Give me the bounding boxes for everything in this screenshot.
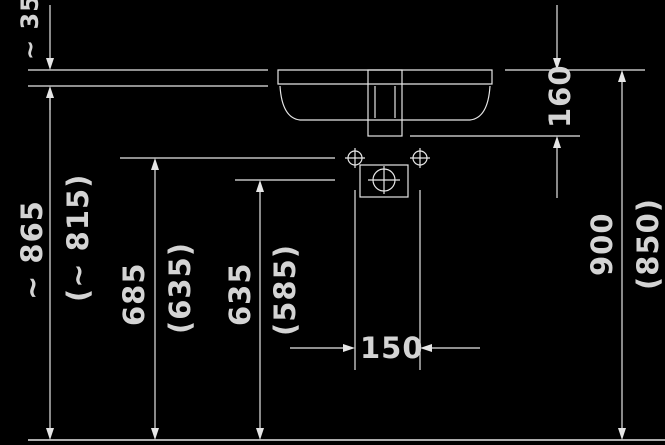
supply-height-alt-label: (585) xyxy=(268,244,302,336)
basin-outline xyxy=(277,69,493,137)
waste-height-dimension xyxy=(151,158,159,440)
tap-spacing-label: 150 xyxy=(360,331,424,365)
tap-fitting-left-icon xyxy=(345,148,365,168)
top-clearance-label: ~ 35 xyxy=(16,0,44,60)
rim-height-label: 900 xyxy=(585,212,619,276)
tap-spacing-dimension xyxy=(290,344,480,352)
basin-depth-label: 160 xyxy=(543,64,577,128)
supply-height-label: 635 xyxy=(223,262,257,326)
total-height-dimension xyxy=(46,96,54,440)
rim-height-alt-label: (850) xyxy=(631,198,665,290)
tap-fitting-right-icon xyxy=(410,148,430,168)
waste-height-label: 685 xyxy=(117,262,151,326)
top-clearance-dimension xyxy=(46,5,54,110)
supply-height-dimension xyxy=(256,180,264,440)
waste-height-alt-label: (635) xyxy=(163,242,197,334)
total-height-alt-label: (~ 815) xyxy=(61,174,95,302)
waste-outlet-icon xyxy=(359,164,409,198)
total-height-label: ~ 865 xyxy=(15,200,49,300)
rim-height-dimension xyxy=(618,70,626,440)
basin-depth-dimension xyxy=(553,5,561,198)
